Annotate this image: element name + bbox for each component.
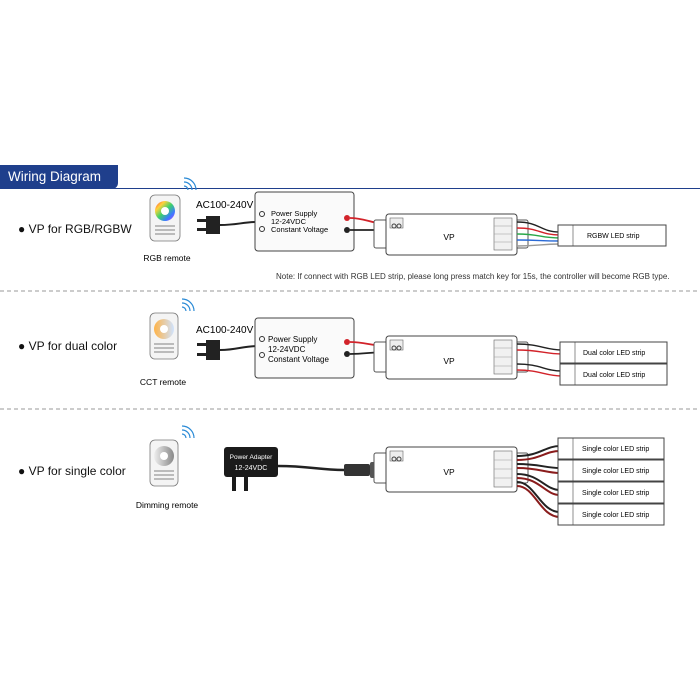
ac-plug-icon [197,216,220,234]
remote-caption: Dimming remote [136,500,199,510]
psu-text-2: 12-24VDC [268,345,306,354]
ac-input-cable [219,221,259,226]
strip-label: RGBW LED strip [587,233,640,240]
dc-cable [277,464,345,472]
psu-text-1: Power Supply [268,335,317,344]
controller-label: VP [443,356,455,366]
dimming-remote [149,439,179,487]
led-strip [557,224,667,247]
led-strip [557,459,665,482]
led-strip [559,363,668,386]
section-label-rgb: ● VP for RGB/RGBW [18,222,132,236]
note-text: Note: If connect with RGB LED strip, ple… [276,272,670,281]
strip-label: Single color LED strip [582,490,649,497]
power-supply-box [254,191,355,252]
psu-text-3: Constant Voltage [271,225,328,234]
led-strip [559,341,668,364]
power-supply-box [254,317,355,379]
cct-remote [149,312,179,360]
psu-text-2: 12-24VDC [271,217,307,226]
rgb-remote [149,194,181,242]
strip-label: Dual color LED strip [583,350,645,357]
controller-label: VP [443,467,455,477]
rgbw-output-wires [516,221,561,247]
controller-label: VP [443,232,455,242]
section-label-dual: ● VP for dual color [18,339,118,353]
vp-controller [373,213,529,256]
ac-plug-icon [197,340,220,360]
wireless-signal-icon [183,177,197,191]
adapter-text-2: 12-24VDC [235,465,268,472]
single-output-wires [516,445,561,518]
led-strip [557,503,665,526]
strip-label: Dual color LED strip [583,372,645,379]
psu-text-3: Constant Voltage [268,355,329,364]
title-underline [0,188,700,189]
section-label-single: ● VP for single color [18,464,126,478]
led-strip [557,437,665,460]
led-strip [557,481,665,504]
dual-output-wires [516,343,563,377]
wireless-signal-icon [181,425,195,439]
strip-label: Single color LED strip [582,468,649,475]
psu-text-1: Power Supply [271,209,318,218]
strip-label: Single color LED strip [582,446,649,453]
wireless-signal-icon [181,298,195,312]
input-voltage-label: AC100-240V [196,200,254,211]
power-adapter [224,447,278,491]
remote-caption: CCT remote [140,377,186,387]
remote-caption: RGB remote [143,253,191,263]
strip-label: Single color LED strip [582,512,649,519]
ac-input-cable [219,345,259,351]
adapter-text-1: Power Adapter [230,454,273,461]
section-title: Wiring Diagram [0,165,118,189]
input-voltage-label: AC100-240V [196,325,254,336]
